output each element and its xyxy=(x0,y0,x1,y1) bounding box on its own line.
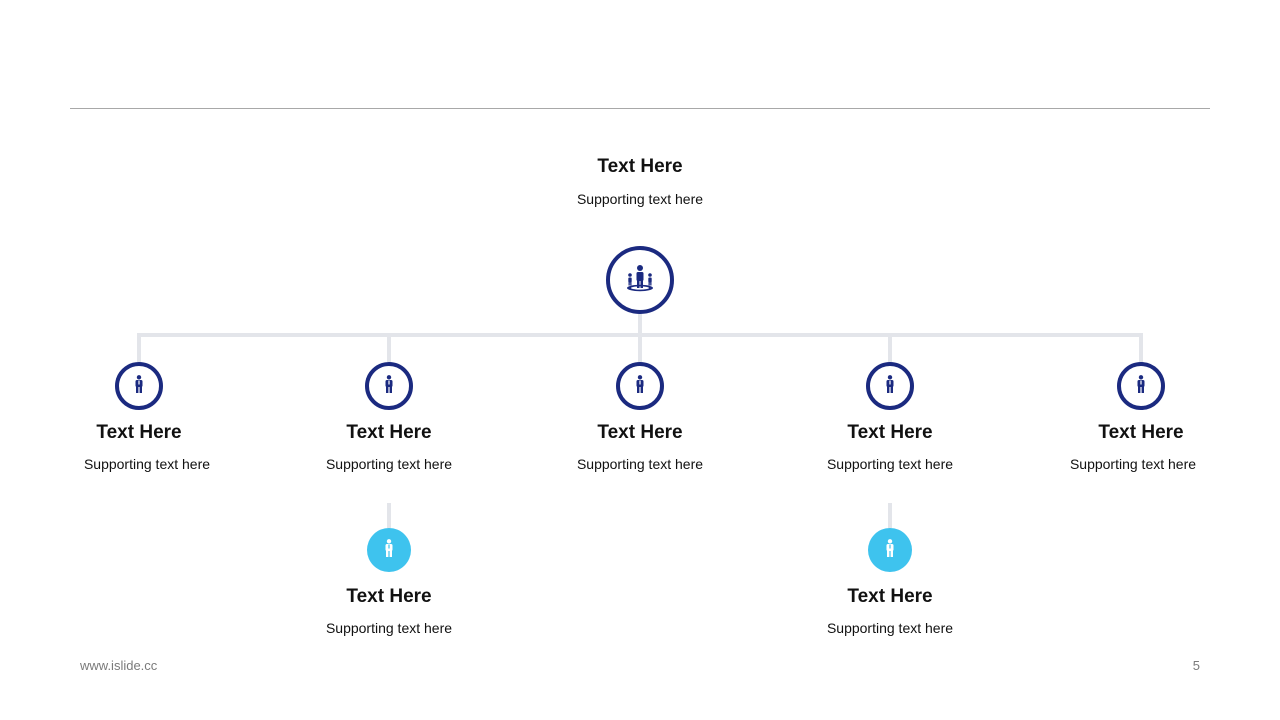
level1-title-5: Text Here xyxy=(1098,422,1184,443)
level2-title-2: Text Here xyxy=(847,586,933,607)
person-icon xyxy=(384,538,394,562)
person-icon xyxy=(384,374,394,398)
header-divider xyxy=(70,108,1210,109)
level1-title-3: Text Here xyxy=(597,422,683,443)
group-people-icon xyxy=(625,263,655,298)
person-icon xyxy=(885,374,895,398)
person-icon xyxy=(635,374,645,398)
level1-node-1 xyxy=(115,362,163,410)
level1-node-5 xyxy=(1117,362,1165,410)
person-icon xyxy=(885,538,895,562)
level2-node-2 xyxy=(868,528,912,572)
root-title: Text Here xyxy=(597,156,683,177)
level1-node-3 xyxy=(616,362,664,410)
level1-node-4 xyxy=(866,362,914,410)
level2-node-1 xyxy=(367,528,411,572)
level1-subtitle-3: Supporting text here xyxy=(576,456,704,472)
level2-subtitle-1: Supporting text here xyxy=(325,620,453,636)
level1-node-2 xyxy=(365,362,413,410)
level1-subtitle-1: Supporting text here xyxy=(83,456,211,472)
level1-subtitle-5: Supporting text here xyxy=(1069,456,1197,472)
page-number: 5 xyxy=(1192,658,1200,673)
root-node xyxy=(606,246,674,314)
level1-title-1: Text Here xyxy=(96,422,182,443)
footer-url: www.islide.cc xyxy=(80,658,158,673)
level2-title-1: Text Here xyxy=(346,586,432,607)
level1-subtitle-4: Supporting text here xyxy=(826,456,954,472)
level1-title-4: Text Here xyxy=(847,422,933,443)
root-subtitle: Supporting text here xyxy=(576,191,704,207)
level1-title-2: Text Here xyxy=(346,422,432,443)
person-icon xyxy=(134,374,144,398)
person-icon xyxy=(1136,374,1146,398)
level2-subtitle-2: Supporting text here xyxy=(826,620,954,636)
level1-subtitle-2: Supporting text here xyxy=(325,456,453,472)
